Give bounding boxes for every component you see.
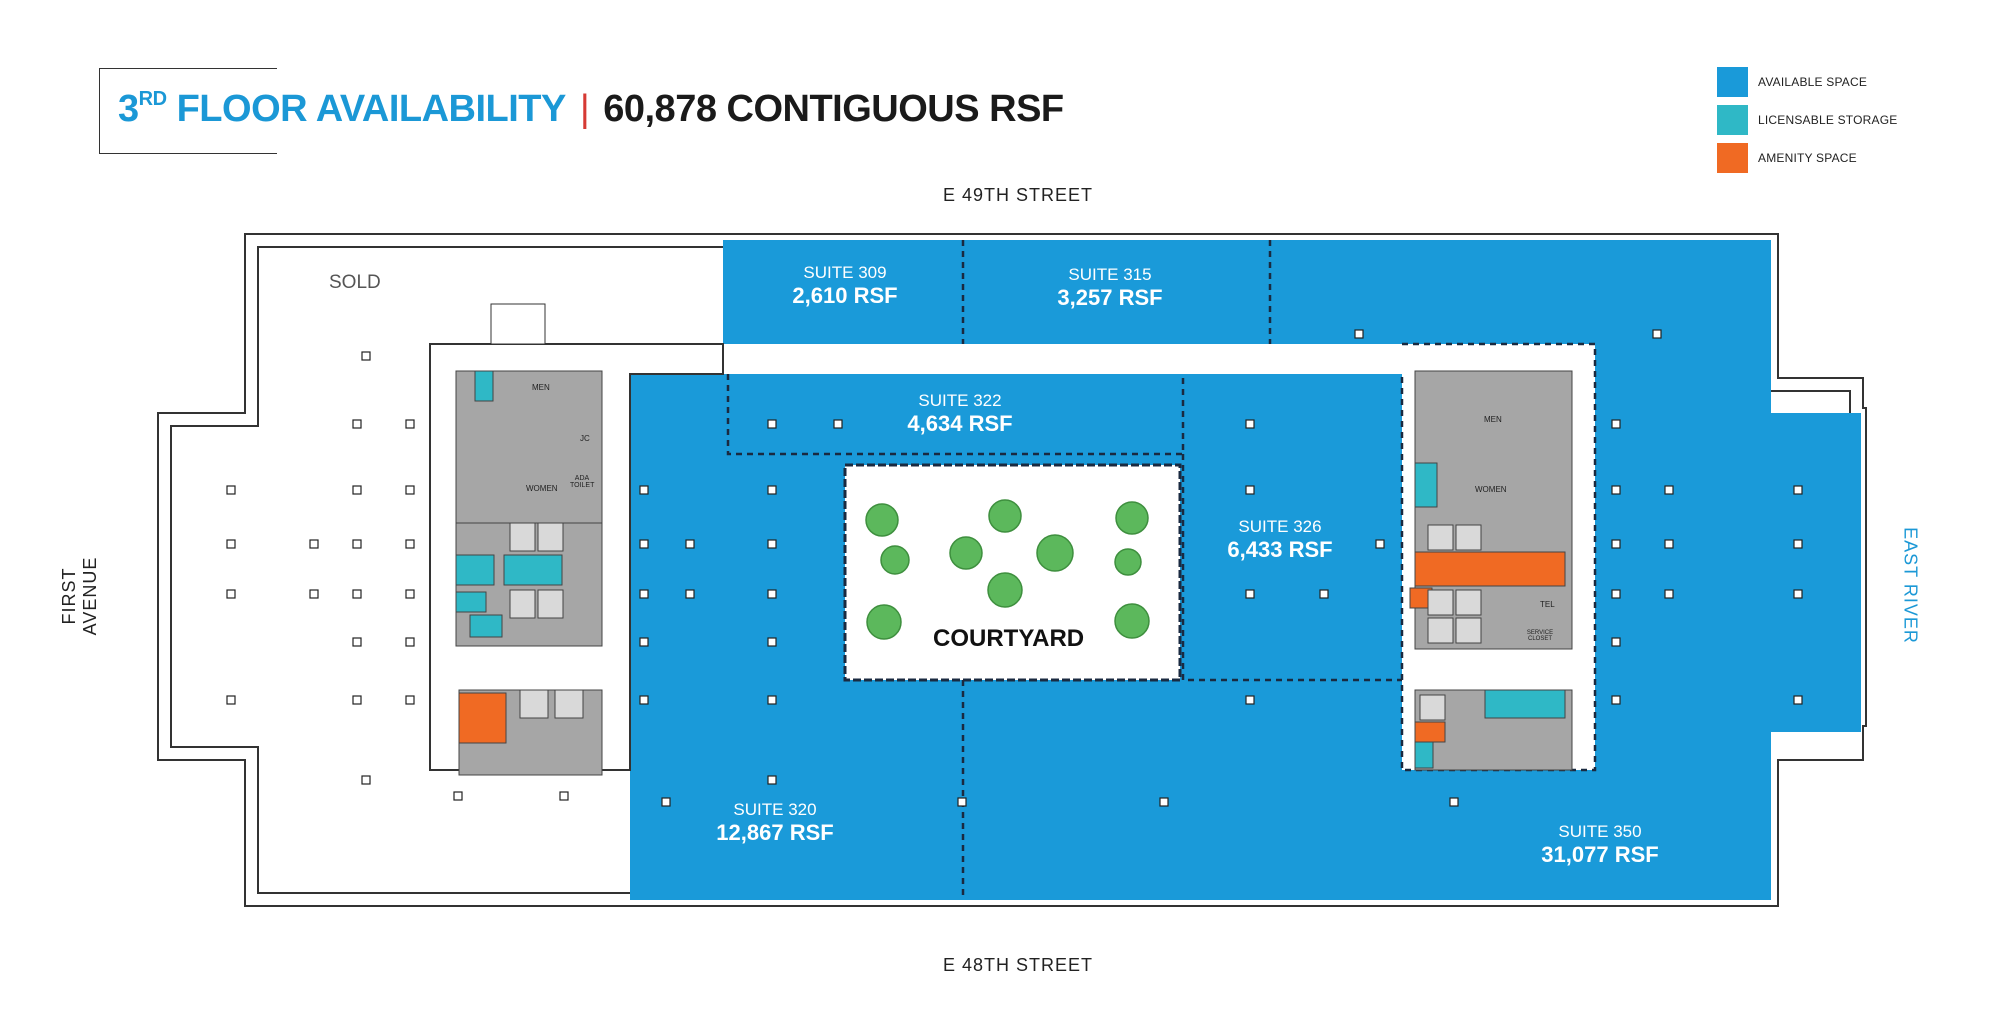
suite-309-name: SUITE 309 — [803, 263, 887, 282]
west-core — [429, 303, 724, 776]
suite-322[interactable]: SUITE 322 4,634 RSF — [880, 391, 1040, 437]
page-title: 3RD FLOOR AVAILABILITY | 60,878 CONTIGUOUS… — [118, 88, 1064, 131]
core-label-service: SERVICE CLOSET — [1526, 630, 1554, 642]
legend-label-amenity: AMENITY SPACE — [1758, 151, 1857, 165]
core-label-tel: TEL — [1540, 600, 1555, 609]
column-markers — [226, 329, 1803, 807]
suite-309-area — [723, 240, 963, 344]
legend-item-available: AVAILABLE SPACE — [1717, 63, 1897, 101]
suite-326-name: SUITE 326 — [1238, 517, 1322, 536]
core-label-ada: ADA TOILET — [570, 475, 595, 489]
street-north: E 49TH STREET — [943, 185, 1094, 205]
suite-315-name: SUITE 315 — [1068, 265, 1152, 284]
suite-east-wing-area — [1719, 413, 1861, 732]
legend-item-storage: LICENSABLE STORAGE — [1717, 101, 1897, 139]
suite-315-area — [963, 240, 1270, 344]
legend-label-available: AVAILABLE SPACE — [1758, 75, 1868, 89]
legend: AVAILABLE SPACE LICENSABLE STORAGE AMENI… — [1717, 63, 1897, 177]
title-separator: | — [579, 88, 590, 130]
street-south: E 48TH STREET — [943, 955, 1094, 975]
legend-swatch-storage — [1717, 105, 1748, 135]
suite-350-name: SUITE 350 — [1558, 822, 1642, 841]
suite-326-rsf: 6,433 RSF — [1227, 537, 1333, 562]
legend-swatch-amenity — [1717, 143, 1748, 173]
core-label-jc: JC — [580, 434, 590, 443]
suite-309-rsf: 2,610 RSF — [792, 283, 898, 308]
title-contiguous-rsf: 60,878 CONTIGUOUS RSF — [603, 88, 1064, 130]
suite-320-name: SUITE 320 — [733, 800, 817, 819]
suite-350-rsf: 31,077 RSF — [1541, 842, 1659, 867]
suite-dividers — [726, 240, 1597, 900]
suite-320[interactable]: SUITE 320 12,867 RSF — [690, 800, 860, 846]
core-label-men-east: MEN — [1484, 415, 1502, 424]
core-label-men: MEN — [532, 383, 550, 392]
suite-315-rsf: 3,257 RSF — [1057, 285, 1163, 310]
suite-315[interactable]: SUITE 315 3,257 RSF — [1030, 265, 1190, 311]
title-frame — [99, 68, 277, 154]
label-courtyard: COURTYARD — [933, 625, 1085, 652]
legend-item-amenity: AMENITY SPACE — [1717, 139, 1897, 177]
legend-label-storage: LICENSABLE STORAGE — [1758, 113, 1898, 127]
courtyard-trees — [865, 499, 1150, 640]
suite-350[interactable]: SUITE 350 31,077 RSF — [1515, 822, 1685, 868]
legend-swatch-available — [1717, 67, 1748, 97]
core-label-women-east: WOMEN — [1475, 485, 1507, 494]
suite-east-north-area — [1270, 240, 1771, 384]
suite-326[interactable]: SUITE 326 6,433 RSF — [1200, 517, 1360, 563]
suite-309[interactable]: SUITE 309 2,610 RSF — [770, 263, 920, 309]
suite-322-rsf: 4,634 RSF — [907, 411, 1013, 436]
title-floor: 3RD FLOOR AVAILABILITY — [118, 88, 566, 130]
core-label-women: WOMEN — [526, 484, 558, 493]
suite-320-rsf: 12,867 RSF — [716, 820, 834, 845]
suite-322-name: SUITE 322 — [918, 391, 1002, 410]
label-sold: SOLD — [329, 272, 381, 293]
east-core — [1409, 370, 1573, 771]
